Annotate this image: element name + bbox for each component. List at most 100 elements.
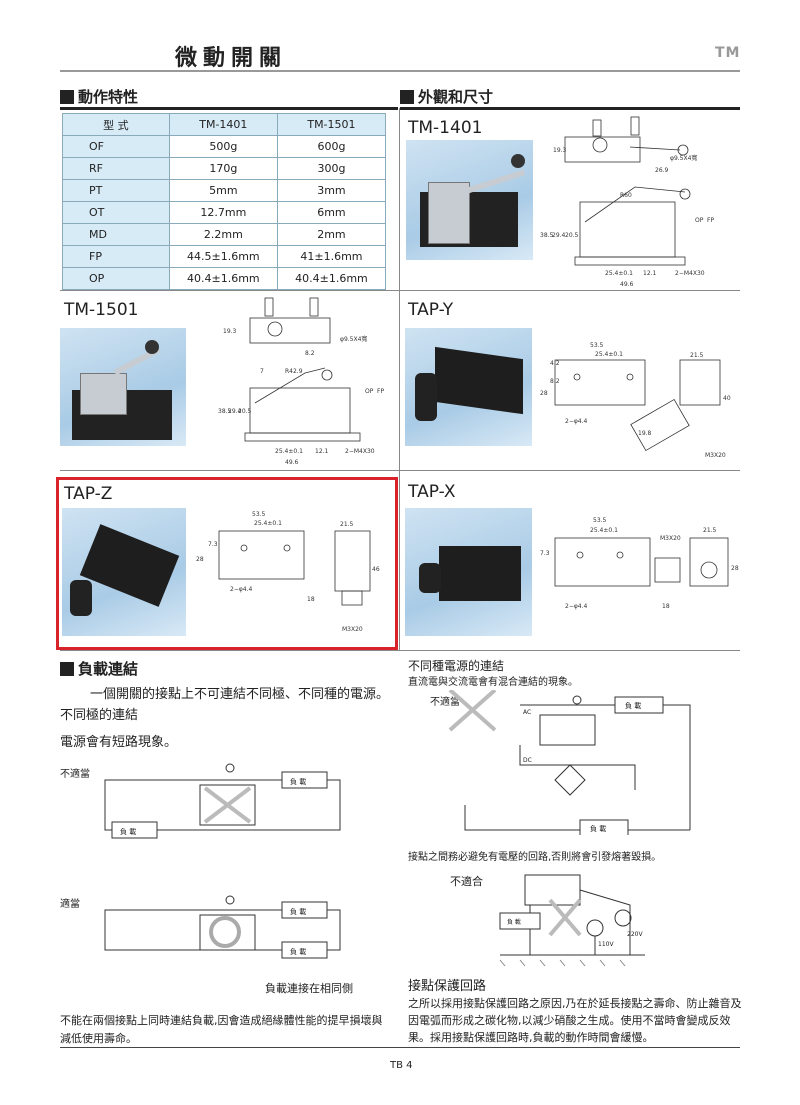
product-photo-tapz (62, 508, 186, 636)
table-cell: 41±1.6mm (276, 245, 387, 268)
dim-label: 38.5 (218, 408, 232, 415)
load-label: 負 載 (290, 947, 306, 956)
dim-label: 46 (372, 566, 380, 573)
ac-label: AC (523, 709, 531, 716)
table-cell-label: OF (62, 135, 170, 158)
dim-label: 8.2 (305, 350, 315, 357)
dim-label: 7.3 (208, 541, 218, 548)
dim-label: 18 (662, 603, 670, 610)
panel-divider (399, 290, 400, 470)
switch-roller (511, 154, 525, 168)
section-load-label: 負載連結 (78, 660, 139, 678)
protect-title: 接點保護回路 (408, 979, 487, 994)
table-cell-label: RF (62, 157, 170, 180)
table-cell: 6mm (276, 201, 387, 224)
page-title: 微動開關 (175, 46, 288, 71)
protect-body: 之所以採用接點保護回路之原因,乃在於延長接點之壽命、防止雜音及因電弧而形成之碳化… (408, 997, 742, 1045)
table-cell: 2mm (276, 223, 387, 246)
dim-label: R60 (620, 192, 632, 199)
dim-label: 21.5 (340, 521, 354, 528)
dim-label: FP (377, 388, 384, 395)
product-photo-tapx (405, 508, 532, 636)
table-cell-label: OP (62, 267, 170, 290)
dim-label: 53.5 (593, 517, 607, 524)
table-header: TM-1401 (168, 113, 278, 136)
table-header-row: 型 式 TM-1401 TM-1501 (62, 113, 387, 136)
dim-label: 8.2 (550, 378, 560, 385)
dim-label: 25.4±0.1 (605, 270, 633, 277)
section-appearance-label: 外觀和尺寸 (418, 88, 494, 106)
dim-label: 25.4±0.1 (254, 520, 282, 527)
dc-label: DC (523, 757, 532, 764)
table-cell: 44.5±1.6mm (168, 245, 278, 268)
section-action-label: 動作特性 (78, 88, 139, 106)
load-label: 負 載 (290, 907, 306, 916)
drawing-tm1401: φ9.5X4寬 26.9 R60 38.5 29.4 20.5 19.3 25.… (540, 116, 714, 288)
dim-label: M3X20 (660, 535, 681, 542)
table-header: TM-1501 (276, 113, 387, 136)
table-cell: 12.7mm (168, 201, 278, 224)
brand-logo: TM (715, 45, 741, 61)
section-action: 動作特性 (60, 86, 138, 107)
dim-label: 26.9 (655, 167, 669, 174)
dim-label: 38.5 (540, 232, 554, 239)
dim-label: R42.9 (285, 368, 303, 375)
table-cell: 5mm (168, 179, 278, 202)
panel-title-tapz: TAP-Z (64, 484, 113, 504)
dim-label: φ9.5X4寬 (670, 154, 697, 162)
panel-divider (60, 650, 740, 651)
footer-rule (60, 1047, 740, 1048)
section-bullet (400, 90, 414, 104)
dim-label: 2−φ4.4 (565, 418, 588, 425)
dim-label: 25.4±0.1 (275, 448, 303, 455)
section-load: 負載連結 (60, 658, 138, 679)
dim-label: 49.6 (285, 459, 299, 466)
dim-label: φ9.5X4寬 (340, 335, 367, 343)
actuator-roller (415, 373, 437, 421)
table-cell: 300g (276, 157, 387, 180)
dim-label: 49.6 (620, 281, 634, 288)
circuit-improper: 負 載 負 載 (104, 763, 341, 839)
panel-title-tm1401: TM-1401 (408, 118, 483, 138)
dim-label: 20.5 (565, 232, 579, 239)
section-bullet (60, 662, 74, 676)
section-bullet (60, 90, 74, 104)
label-proper: 適當 (60, 899, 80, 910)
dim-label: 4.2 (550, 360, 560, 367)
load-bottom-note: 不能在兩個接點上同時連結負載,因會造成絕緣體性能的提早損壞與減低使用壽命。 (60, 1014, 383, 1045)
drawing-tapy: 53.5 25.4±0.1 21.5 28 4.2 8.2 2−φ4.4 19.… (540, 342, 731, 459)
panel-divider (399, 470, 400, 650)
dim-label: 19.8 (638, 430, 652, 437)
dim-label: FP (707, 217, 714, 224)
drawing-tapz: 53.5 25.4±0.1 21.5 28 7.3 2−φ4.4 18 46 M… (196, 511, 380, 633)
table-cell: 40.4±1.6mm (168, 267, 278, 290)
load-label: 負 載 (290, 777, 306, 786)
dim-label: 21.5 (690, 352, 704, 359)
label-unsuitable: 不適合 (450, 875, 483, 888)
load-label: 負 載 (590, 824, 606, 833)
load-paragraph-2: 電源會有短路現象。 (60, 735, 178, 750)
diff-title: 不同種電源的連結 (408, 659, 505, 673)
panel-title-tapx: TAP-X (408, 482, 456, 502)
actuator-roller (70, 580, 92, 616)
load-label: 負 載 (507, 918, 521, 926)
dim-label: 19.3 (553, 147, 567, 154)
dim-label: 2−M4X30 (345, 448, 375, 455)
dim-label: 25.4±0.1 (590, 527, 618, 534)
switch-roller (145, 340, 159, 354)
actuator-roller (419, 563, 441, 593)
drawing-tm1501: φ9.5X4寬 8.2 R42.9 7 38.5 29.4 20.5 19.3 … (218, 297, 384, 466)
dim-label: 20.5 (238, 408, 252, 415)
dim-label: M3X20 (705, 452, 726, 459)
table-cell-label: MD (62, 223, 170, 246)
circuit-110-220: 負 載 110V 220V (499, 874, 645, 967)
panel-title-tapy: TAP-Y (408, 300, 454, 320)
dim-label: 7 (260, 368, 264, 375)
dim-label: 2−M4X30 (675, 270, 705, 277)
product-photo-tm1501 (60, 328, 186, 446)
voltage-220: 220V (627, 931, 643, 938)
